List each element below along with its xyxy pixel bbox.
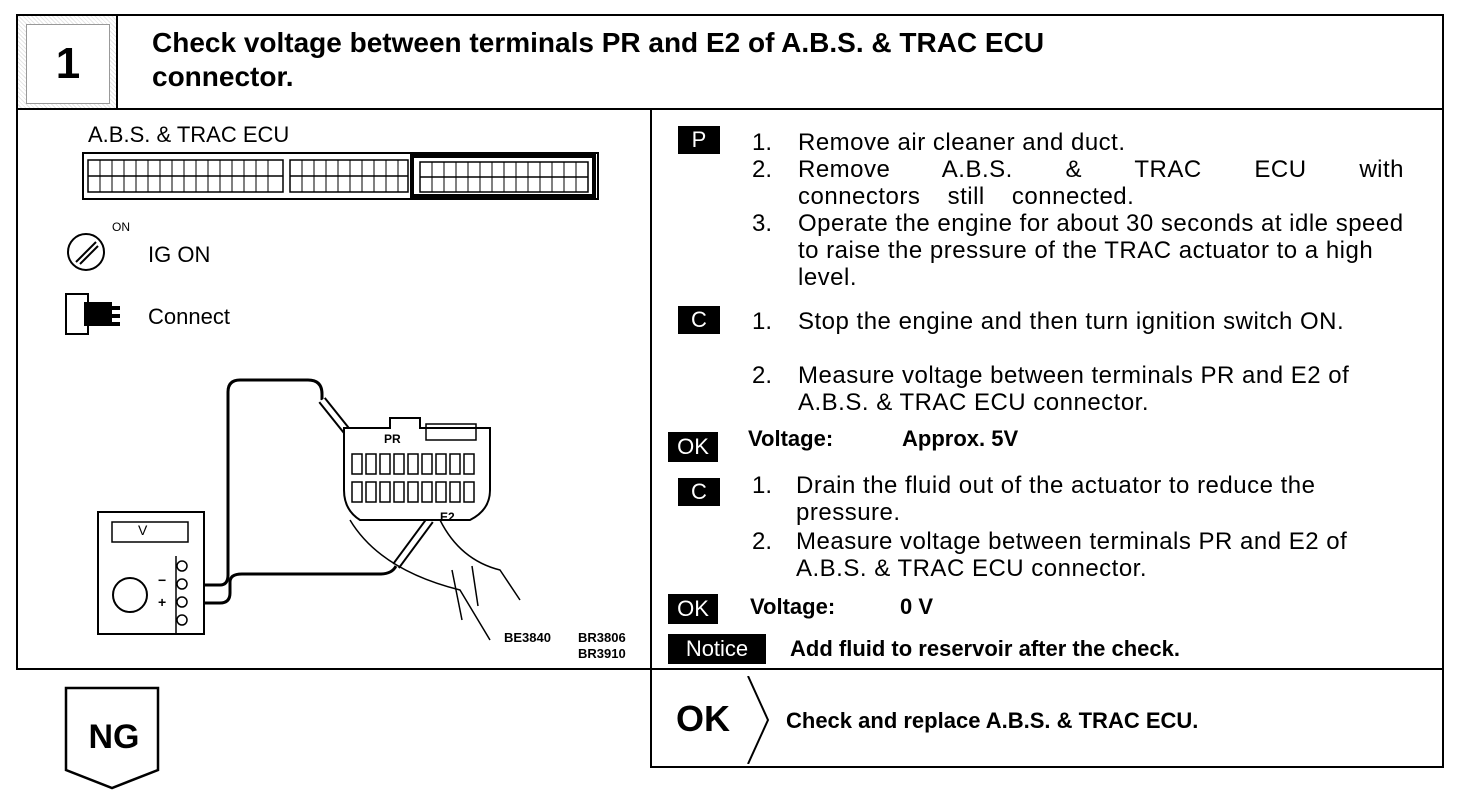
meter-label: V xyxy=(138,522,148,538)
c2-step-2-num: 2. xyxy=(752,528,773,555)
p-step-1-text: Remove air cleaner and duct. xyxy=(798,129,1126,156)
connect-label: Connect xyxy=(148,304,230,329)
terminal-e2-label: E2 xyxy=(440,510,455,524)
voltmeter-probe-diagram xyxy=(97,378,521,641)
ok1-value: Approx. 5V xyxy=(902,426,1019,451)
badge-check-1: C xyxy=(678,306,720,334)
badge-prepare: P xyxy=(678,126,720,154)
step-header xyxy=(16,14,1444,110)
ok-result-box xyxy=(650,670,1444,768)
ok-result-label: OK xyxy=(676,698,730,739)
c2-step-1-num: 1. xyxy=(752,472,773,499)
step-number-frame xyxy=(26,24,110,104)
figure-code-2: BR3806 xyxy=(578,630,626,645)
ng-arrow-box xyxy=(64,686,160,790)
ignition-key-icon xyxy=(67,233,105,271)
ecu-label: A.B.S. & TRAC ECU xyxy=(88,122,290,147)
ig-on-small-label: ON xyxy=(112,220,130,234)
illustration-panel xyxy=(16,108,652,670)
ok-result-action: Check and replace A.B.S. & TRAC ECU. xyxy=(786,708,1199,733)
c1-step-2-num: 2. xyxy=(752,362,773,389)
badge-check-2: C xyxy=(678,478,720,506)
procedure-panel xyxy=(650,108,1444,670)
step-title-line-1: Check voltage between terminals PR and E… xyxy=(152,27,1045,58)
connector-icon xyxy=(65,293,120,335)
terminal-pr-label: PR xyxy=(384,432,401,446)
figure-code-1: BE3840 xyxy=(504,630,551,645)
notice-text: Add fluid to reservoir after the check. xyxy=(790,636,1180,661)
c2-step-2-text: Measure voltage between terminals PR and… xyxy=(796,528,1348,582)
meter-plus-label: + xyxy=(158,594,167,610)
p-step-3-num: 3. xyxy=(752,210,773,237)
ig-on-label: IG ON xyxy=(148,242,211,267)
badge-notice: Notice xyxy=(668,634,766,664)
badge-ok-2: OK xyxy=(668,594,718,624)
step-number: 1 xyxy=(55,39,81,88)
ok-chevron-icon xyxy=(747,676,770,764)
meter-minus-label: − xyxy=(158,572,167,588)
ok1-label: Voltage: xyxy=(748,426,834,451)
figure-code-3: BR3910 xyxy=(578,646,626,661)
ecu-connector-diagram xyxy=(82,152,599,200)
p-step-2-text: Remove A.B.S. & TRAC ECU with connectors… xyxy=(798,156,1404,210)
step-title-line-2: connector. xyxy=(152,61,294,92)
p-step-3-text: Operate the engine for about 30 seconds … xyxy=(798,210,1404,291)
c1-step-1-text: Stop the engine and then turn ignition s… xyxy=(798,308,1345,335)
ok2-label: Voltage: xyxy=(750,594,836,619)
c1-step-1-num: 1. xyxy=(752,308,773,335)
badge-ok-1: OK xyxy=(668,432,718,462)
c1-step-2-text: Measure voltage between terminals PR and… xyxy=(798,362,1350,416)
p-step-1-num: 1. xyxy=(752,129,773,156)
step-title: Check voltage between terminals PR and E… xyxy=(152,26,1352,94)
p-step-2-num: 2. xyxy=(752,156,773,183)
ok2-value: 0 V xyxy=(900,594,934,619)
ng-label: NG xyxy=(88,718,140,756)
c2-step-1-text: Drain the fluid out of the actuator to r… xyxy=(796,472,1316,526)
